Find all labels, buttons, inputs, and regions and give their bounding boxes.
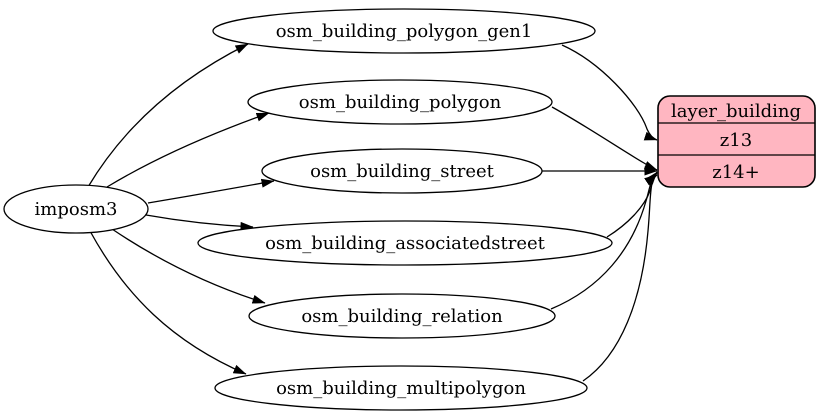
node-osm-building-street: osm_building_street <box>261 148 543 194</box>
edge-osm-building-polygon-gen1-to-layer-building-z13 <box>561 44 658 141</box>
node-imposm3-label: imposm3 <box>35 199 118 220</box>
layer-building-row-z13: z13 <box>720 130 752 151</box>
edge-osm-building-multipolygon-to-layer-building-z14 <box>582 171 658 382</box>
layer-building-row-z14: z14+ <box>712 162 759 183</box>
node-imposm3: imposm3 <box>3 184 149 234</box>
edge-imposm3-to-osm-building-multipolygon <box>89 230 247 375</box>
node-osm-building-associatedstreet-shape <box>197 220 613 266</box>
node-osm-building-relation: osm_building_relation <box>248 293 556 339</box>
node-osm-building-polygon-gen1-label: osm_building_polygon_gen1 <box>276 21 533 42</box>
edge-imposm3-to-osm-building-street <box>147 178 275 204</box>
edge-layer <box>87 43 658 382</box>
node-osm-building-street-label: osm_building_street <box>310 161 495 182</box>
node-osm-building-relation-shape <box>248 293 556 339</box>
edge-imposm3-to-osm-building-associatedstreet <box>145 214 254 231</box>
node-osm-building-associatedstreet-label: osm_building_associatedstreet <box>265 233 546 254</box>
node-osm-building-multipolygon: osm_building_multipolygon <box>214 365 588 411</box>
node-layer-building: layer_building z13 z14+ <box>657 95 816 188</box>
node-osm-building-multipolygon-label: osm_building_multipolygon <box>276 378 526 399</box>
node-osm-building-associatedstreet: osm_building_associatedstreet <box>197 220 613 266</box>
node-layer-building-box <box>657 95 816 188</box>
edge-imposm3-to-osm-building-relation <box>111 228 266 304</box>
node-osm-building-polygon-gen1-shape <box>212 8 596 54</box>
node-osm-building-polygon-gen1: osm_building_polygon_gen1 <box>212 8 596 54</box>
node-osm-building-polygon-shape <box>247 79 553 125</box>
node-osm-building-multipolygon-shape <box>214 365 588 411</box>
edge-imposm3-to-osm-building-polygon <box>106 112 270 188</box>
node-osm-building-street-shape <box>261 148 543 194</box>
node-osm-building-polygon: osm_building_polygon <box>247 79 553 125</box>
node-imposm3-shape <box>3 184 149 234</box>
node-osm-building-polygon-label: osm_building_polygon <box>299 92 502 113</box>
layer-building-title: layer_building <box>671 101 801 122</box>
edge-imposm3-to-osm-building-polygon-gen1 <box>87 43 249 188</box>
node-osm-building-relation-label: osm_building_relation <box>301 306 503 327</box>
